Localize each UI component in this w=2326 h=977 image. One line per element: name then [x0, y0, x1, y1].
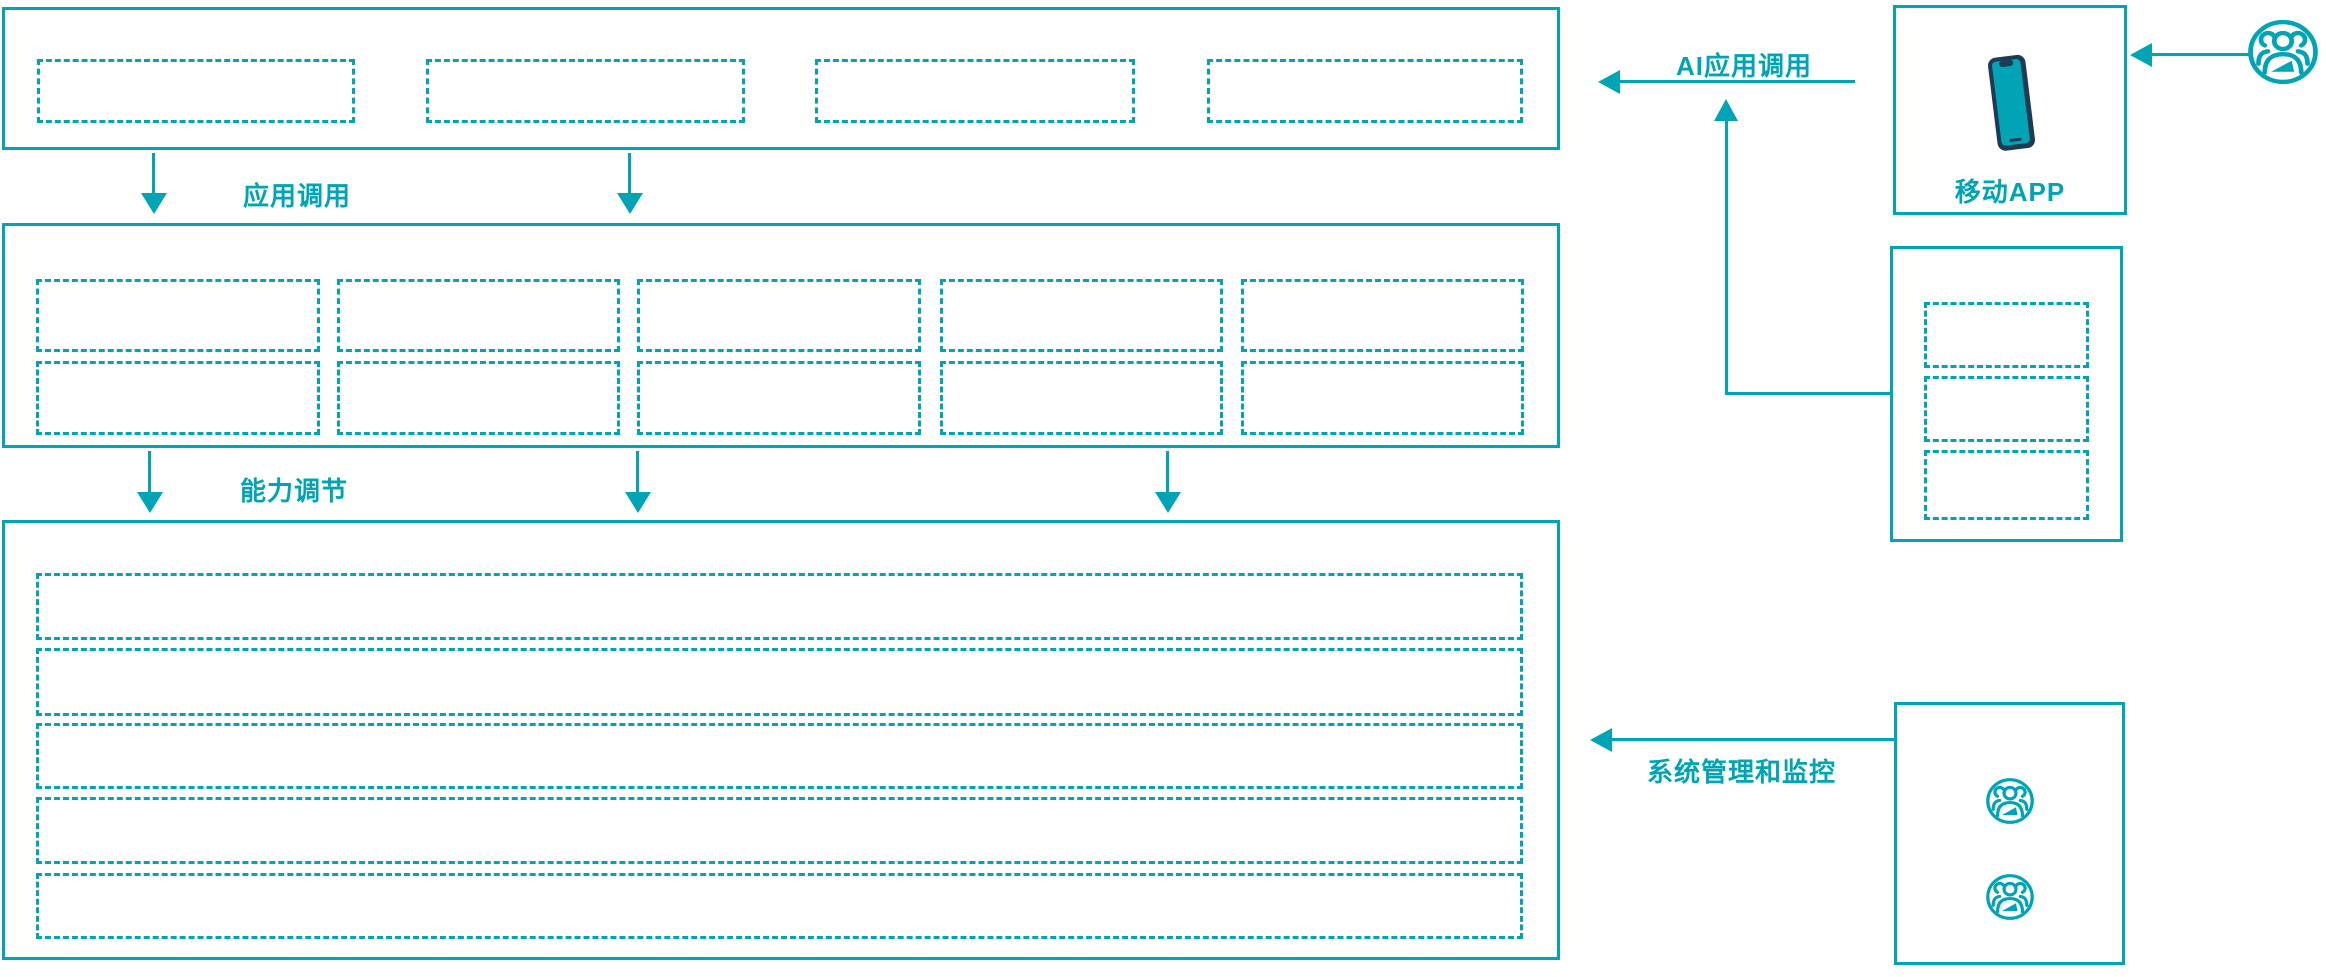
admin-panel: [1894, 702, 2125, 965]
middle-placeholder-box-r2c4: [940, 361, 1223, 435]
ai-call-arrow-head: [1598, 70, 1620, 94]
system-monitor-arrow-head: [1590, 728, 1612, 752]
down-arrow-head: [1155, 492, 1181, 513]
top-panel: [2, 7, 1560, 150]
bottom-placeholder-row-4: [36, 797, 1523, 864]
middle-placeholder-box-r2c5: [1241, 361, 1524, 435]
system-monitor-label: 系统管理和监控: [1647, 757, 1837, 787]
down-arrow-line: [628, 153, 631, 194]
elbow-connector-vertical: [1725, 120, 1728, 395]
bottom-placeholder-row-1: [36, 573, 1523, 640]
top-placeholder-box-3: [815, 59, 1135, 123]
top-placeholder-box-4: [1207, 59, 1523, 123]
mobile-app-panel: [1893, 5, 2127, 215]
middle-placeholder-box-r1c2: [337, 279, 620, 352]
middle-placeholder-box-r2c2: [337, 361, 620, 435]
client-placeholder-box-1: [1924, 302, 2089, 368]
bottom-placeholder-row-5: [36, 873, 1523, 939]
admin-users-icon-1: [1984, 776, 2036, 826]
bottom-placeholder-row-3: [36, 723, 1523, 789]
ai-call-arrow-line: [1620, 80, 1855, 83]
middle-placeholder-box-r2c3: [637, 361, 921, 435]
middle-placeholder-box-r2c1: [36, 361, 320, 435]
ai-app-call-label: AI应用调用: [1676, 51, 1813, 81]
middle-placeholder-box-r1c4: [940, 279, 1223, 352]
down-arrow-line: [636, 451, 639, 493]
client-panel: [1890, 246, 2123, 542]
users-icon: [2245, 17, 2321, 87]
mobile-app-label: 移动APP: [1954, 177, 2066, 207]
middle-panel: [2, 223, 1560, 448]
down-arrow-head: [625, 492, 651, 513]
mobile-phone-icon: [1977, 50, 2043, 156]
down-arrow-head: [137, 492, 163, 513]
user-arrow-head: [2130, 43, 2152, 67]
app-call-label: 应用调用: [243, 181, 352, 211]
bottom-placeholder-row-2: [36, 648, 1523, 716]
down-arrow-head: [141, 193, 167, 214]
user-arrow-line: [2152, 53, 2250, 56]
admin-users-icon-2: [1984, 872, 2036, 922]
middle-placeholder-box-r1c1: [36, 279, 320, 352]
middle-placeholder-box-r1c3: [637, 279, 921, 352]
down-arrow-line: [1166, 451, 1169, 493]
down-arrow-line: [152, 153, 155, 194]
system-monitor-arrow-line: [1612, 738, 1894, 741]
middle-placeholder-box-r1c5: [1241, 279, 1524, 352]
elbow-connector-horizontal: [1725, 392, 1890, 395]
up-arrow-head: [1714, 99, 1738, 121]
top-placeholder-box-2: [426, 59, 745, 123]
client-placeholder-box-3: [1924, 450, 2089, 520]
top-placeholder-box-1: [37, 59, 355, 123]
down-arrow-line: [148, 451, 151, 493]
client-placeholder-box-2: [1924, 376, 2089, 442]
down-arrow-head: [617, 193, 643, 214]
capability-adjust-label: 能力调节: [240, 476, 349, 506]
bottom-panel: [2, 520, 1560, 960]
